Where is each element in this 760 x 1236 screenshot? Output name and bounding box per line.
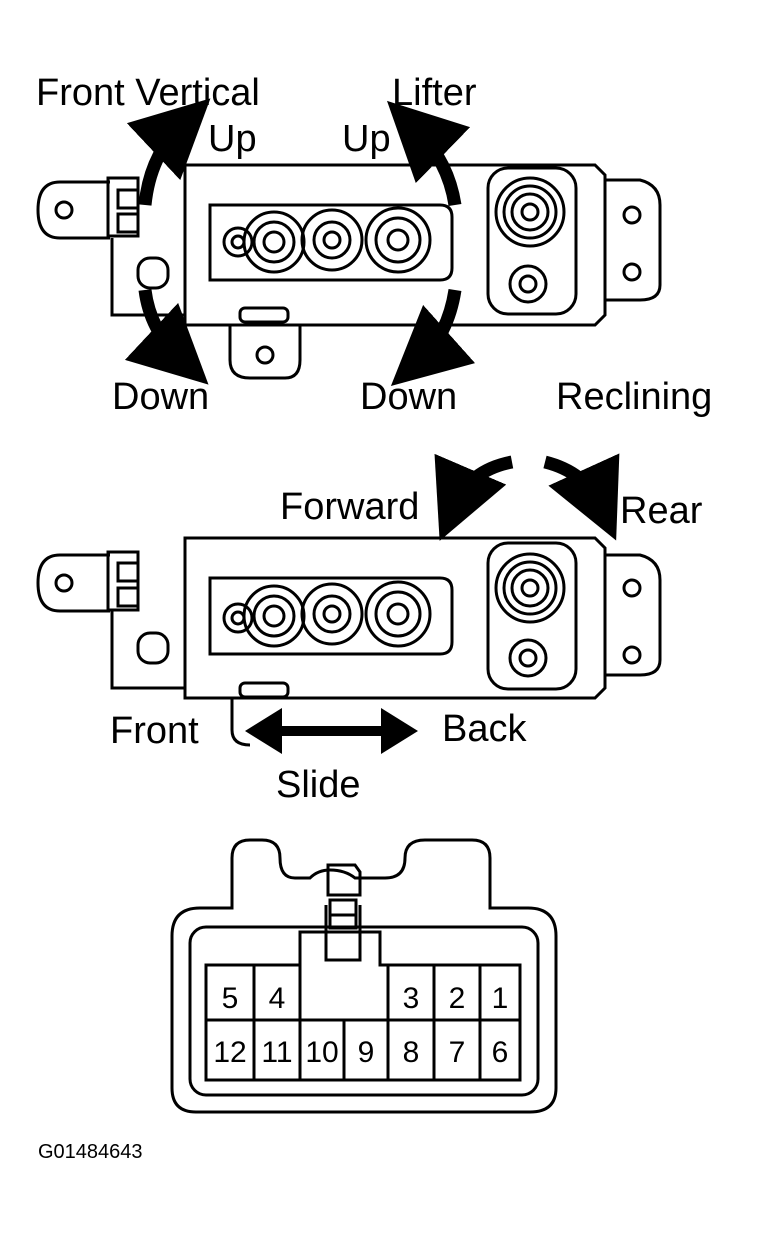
- pin-10: 10: [305, 1036, 338, 1069]
- pin-2: 2: [449, 982, 466, 1015]
- slide-label: Slide: [276, 764, 361, 806]
- pin-12: 12: [213, 1036, 246, 1069]
- pin-9: 9: [358, 1036, 375, 1069]
- top-switch-body: [36, 163, 662, 380]
- bottom-switch-body: [36, 536, 662, 747]
- pin-8: 8: [403, 1036, 420, 1069]
- slide-arrow: [245, 708, 418, 754]
- front-up-label: Up: [208, 118, 257, 160]
- forward-label: Forward: [280, 486, 420, 528]
- rear-label: Rear: [620, 490, 703, 532]
- front-up-arrow: [126, 98, 211, 206]
- pin-6: 6: [492, 1036, 509, 1069]
- connector-housing: [170, 838, 558, 1114]
- lifter-up-label: Up: [342, 118, 391, 160]
- lifter-label: Lifter: [392, 72, 477, 114]
- pin-5: 5: [222, 982, 239, 1015]
- front-down-arrow: [124, 289, 209, 385]
- pin-11: 11: [261, 1036, 292, 1069]
- figure-code: G01484643: [38, 1141, 143, 1163]
- slide-front-label: Front: [110, 710, 199, 752]
- lifter-down-arrow: [390, 288, 476, 386]
- lifter-down-label: Down: [360, 376, 458, 418]
- slide-back-label: Back: [442, 708, 527, 750]
- pin-3: 3: [403, 982, 420, 1015]
- connector-pin-grid: [204, 963, 522, 1082]
- front-down-label: Down: [112, 376, 210, 418]
- reclining-label: Reclining: [556, 376, 713, 418]
- pin-1: 1: [492, 982, 509, 1015]
- pin-7: 7: [449, 1036, 466, 1069]
- pin-4: 4: [269, 982, 286, 1015]
- recline-rear-arrow: [543, 453, 620, 541]
- front-vertical-label: Front Vertical: [36, 72, 260, 114]
- recline-forward-arrow: [434, 453, 514, 541]
- lifter-up-arrow: [387, 100, 471, 207]
